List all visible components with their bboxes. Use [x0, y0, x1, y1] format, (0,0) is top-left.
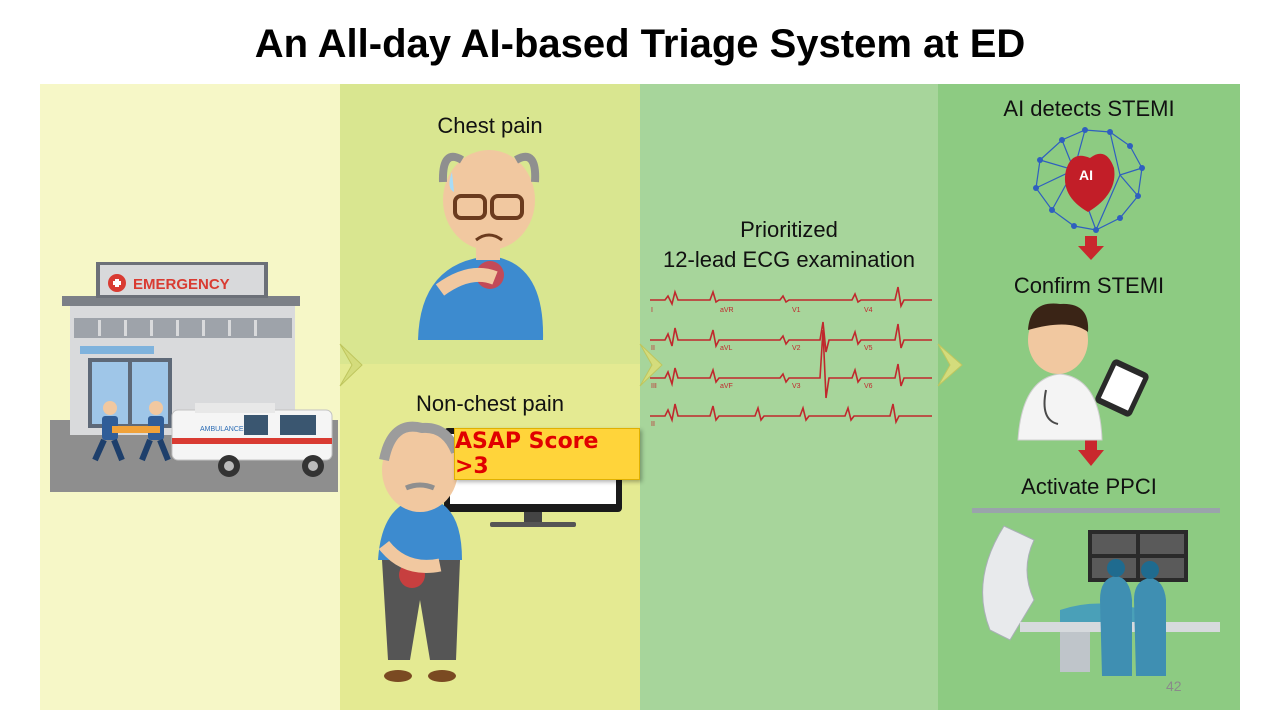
ambulance-label: AMBULANCE — [200, 426, 244, 433]
chest-pain-patient — [418, 150, 544, 340]
ambulance-illustration: AMBULANCE — [171, 403, 333, 477]
ecg-row-4 — [650, 403, 932, 425]
emt-figures — [92, 401, 171, 462]
ecg-lead-label: aVL — [720, 345, 733, 352]
flow-arrow-3 — [937, 343, 963, 387]
asap-score-badge: ASAP Score >3 — [454, 428, 640, 480]
flow-arrow-1 — [339, 343, 363, 387]
ecg-lead-label: aVF — [720, 383, 733, 390]
ecg-lead-label: V4 — [864, 307, 873, 314]
ai-chip-label: AI — [1079, 167, 1093, 183]
emergency-sign-text: EMERGENCY — [133, 276, 230, 293]
ecg-lead-label: V1 — [792, 307, 801, 314]
panel-ecg — [640, 84, 938, 710]
workflow-arrow-2 — [1078, 438, 1104, 466]
non-chest-pain-label: Non-chest pain — [416, 391, 564, 416]
page-number: 42 — [1166, 678, 1182, 694]
ecg-lead-label: V2 — [792, 345, 801, 352]
ecg-lead-label: V6 — [864, 383, 873, 390]
ecg-row-2 — [650, 321, 932, 353]
flow-arrow-2 — [639, 343, 663, 387]
ecg-caption-line2: 12-lead ECG examination — [663, 247, 915, 272]
step-ai-detects-label: AI detects STEMI — [1003, 96, 1175, 121]
workflow-arrow-1 — [1078, 236, 1104, 260]
ecg-traces — [650, 286, 932, 425]
ecg-lead-label: V5 — [864, 345, 873, 352]
ecg-lead-label: aVR — [720, 307, 734, 314]
doctor-illustration — [1017, 303, 1149, 441]
chest-pain-label: Chest pain — [437, 113, 543, 138]
ecg-row-1 — [650, 286, 932, 309]
slide-title: An All-day AI-based Triage System at ED — [254, 22, 1026, 66]
step-activate-label: Activate PPCI — [1021, 474, 1157, 499]
non-chest-pain-patient — [378, 421, 462, 682]
step-confirm-label: Confirm STEMI — [1013, 273, 1165, 298]
cath-lab-illustration — [972, 508, 1220, 676]
ecg-lead-label: V3 — [792, 383, 801, 390]
ecg-caption-line1: Prioritized — [740, 217, 838, 242]
ecg-lead-label: II — [651, 421, 655, 428]
ecg-lead-labels: I aVR V1 V4 II aVL V2 V5 III aVF V3 V6 I… — [651, 307, 873, 428]
ecg-lead-label: III — [651, 383, 657, 390]
ecg-lead-label: I — [651, 307, 653, 314]
ecg-lead-label: II — [651, 345, 655, 352]
ai-heart-network-icon: AI — [1033, 127, 1145, 233]
ecg-row-3 — [650, 329, 932, 399]
